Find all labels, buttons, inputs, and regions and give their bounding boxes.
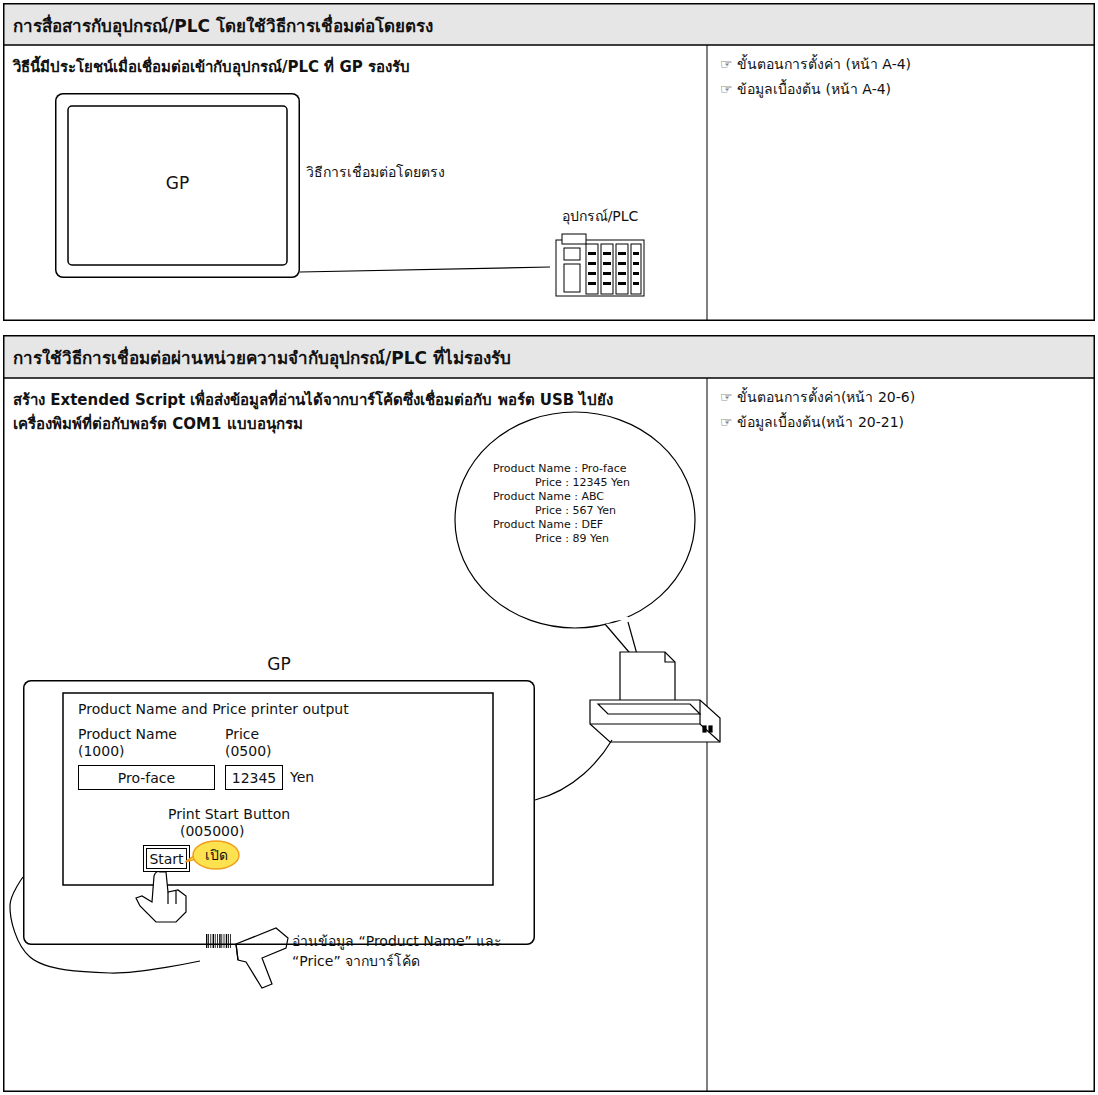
section-panel: การใช้วิธีการเชื่อมต่อผ่านหน่วยความจำกับ… xyxy=(3,335,1095,1092)
screen-label: (005000) xyxy=(180,823,244,839)
connection-label: วิธีการเชื่อมต่อโดยตรง xyxy=(306,161,445,183)
screen-label: (0500) xyxy=(225,743,272,759)
screen-label: Product Name xyxy=(78,726,177,742)
node-text: GP xyxy=(23,654,535,674)
plc-illustration xyxy=(556,234,644,296)
gp-unit: GP xyxy=(55,93,300,278)
node-text: GP xyxy=(55,173,300,193)
node-text: Pro-face xyxy=(78,770,215,786)
node-text: Start xyxy=(143,851,190,867)
screen-label: Print Start Button xyxy=(168,806,290,822)
callout-bubble: เปิด xyxy=(191,839,241,871)
gp-screen xyxy=(63,693,493,885)
node-text: สร้าง Extended Script เพื่อส่งข้อมูลที่อ… xyxy=(13,388,663,436)
node-text: Product Name : DEF xyxy=(493,518,603,532)
page-reference: ☞ ขั้นตอนการตั้งค่า (หน้า A-4) xyxy=(720,53,911,75)
barcode-scanner-illustration xyxy=(236,928,288,988)
connection-cable xyxy=(300,267,550,272)
node-text: การสื่อสารกับอุปกรณ์/PLC โดยใช้วิธีการเช… xyxy=(13,12,433,39)
screen-label: (1000) xyxy=(78,743,125,759)
node-text: อุปกรณ์/PLC xyxy=(550,205,650,227)
connection-cable xyxy=(10,877,200,973)
node-text: 12345 xyxy=(225,770,283,786)
start-button: Start xyxy=(143,845,190,872)
header-band xyxy=(3,335,1095,378)
printout-bubble-outline xyxy=(455,412,695,665)
node-text: การใช้วิธีการเชื่อมต่อผ่านหน่วยความจำกับ… xyxy=(13,344,511,371)
hand-icon xyxy=(136,872,186,923)
node-text: Product Name : ABC xyxy=(493,490,604,504)
table-rule xyxy=(3,377,1095,379)
printout-text: Product Name : Pro-facePrice : 12345 Yen… xyxy=(493,462,663,562)
page-reference: ☞ ข้อมูลเบื้องต้น (หน้า A-4) xyxy=(720,78,891,100)
node-text: เปิด xyxy=(191,844,241,866)
node-text: Price : 89 Yen xyxy=(535,532,609,546)
node-text: Product Name and Price printer output xyxy=(78,701,349,717)
page-reference: ☞ ขั้นตอนการตั้งค่า(หน้า 20-6) xyxy=(720,386,915,408)
plc-device: อุปกรณ์/PLC xyxy=(550,205,650,297)
screen-label: Yen xyxy=(290,769,314,785)
page-reference: ☞ ข้อมูลเบื้องต้น(หน้า 20-21) xyxy=(720,411,904,433)
screen-label: Price xyxy=(225,726,259,742)
node-text: Product Name : Pro-face xyxy=(493,462,626,476)
barcode-illustration xyxy=(204,932,232,950)
node-text: Price : 567 Yen xyxy=(535,504,616,518)
header-band xyxy=(3,3,1095,45)
column-rule xyxy=(707,45,708,321)
text-field: Pro-face xyxy=(78,765,215,790)
printer-cable xyxy=(535,740,612,800)
barcode-reader: อ่านข้อมูล “Product Name” และ “Price” จา… xyxy=(200,925,530,985)
node-text: วิธีนี้มีประโยชน์เมื่อเชื่อมต่อเข้ากับอุ… xyxy=(13,55,693,79)
number-field: 12345 xyxy=(225,765,283,790)
printer-illustration xyxy=(590,652,720,742)
section-panel: การสื่อสารกับอุปกรณ์/PLC โดยใช้วิธีการเช… xyxy=(3,3,1095,321)
node-text: Price : 12345 Yen xyxy=(535,476,630,490)
node-text: อ่านข้อมูล “Product Name” และ “Price” จา… xyxy=(292,931,522,971)
table-rule xyxy=(3,44,1095,46)
